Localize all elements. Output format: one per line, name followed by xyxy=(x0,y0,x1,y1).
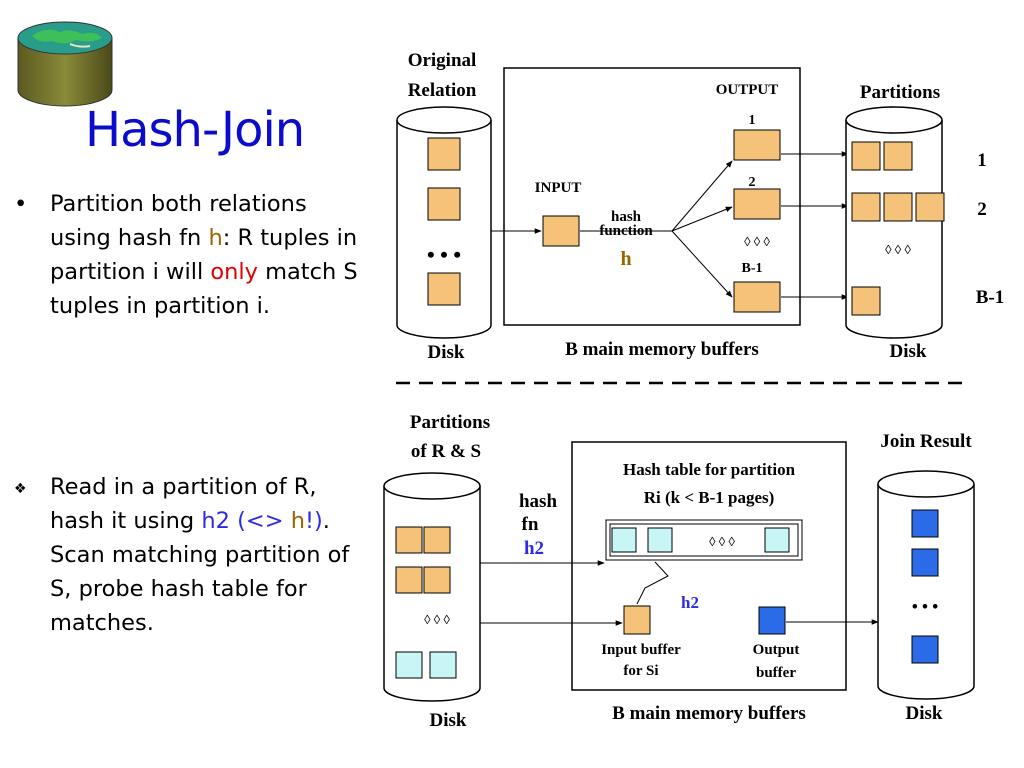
disk-label-left: Disk xyxy=(430,710,467,731)
memory-buffers-label: B main memory buffers xyxy=(612,703,806,724)
output-dots: ◊ ◊ ◊ xyxy=(744,234,770,249)
input-label: INPUT xyxy=(535,180,582,196)
disk-original: • • • xyxy=(396,106,492,339)
bullet2-h: h xyxy=(290,508,305,534)
page xyxy=(915,192,945,222)
disk-label-right: Disk xyxy=(890,341,927,362)
page xyxy=(611,527,637,553)
result-dots: • • • xyxy=(912,597,938,616)
page xyxy=(423,526,451,554)
partitions-rs-label-1: Partitions xyxy=(410,412,490,433)
partition-1-label: 1 xyxy=(977,150,987,171)
page xyxy=(395,526,423,554)
page xyxy=(647,527,673,553)
memory-buffers-box xyxy=(571,441,847,691)
disk-dots: • • • xyxy=(427,242,461,267)
output-buffer-1 xyxy=(733,129,781,161)
page xyxy=(764,527,790,553)
globe-drum-icon xyxy=(17,21,113,107)
bullet1-part1: Partition both relations using hash fn xyxy=(50,191,307,251)
bottom-diagram: Partitions of R & S ◊ ◊ ◊ hash fn h2 Has… xyxy=(383,412,975,731)
arrow-hash-to-out2 xyxy=(671,206,733,232)
output-buffer-b1 xyxy=(733,281,781,313)
arrow-hash-to-outb1 xyxy=(671,230,733,298)
bullet2-part2: . Scan matching partition of S, probe ha… xyxy=(50,508,350,636)
disk-label-left: Disk xyxy=(428,342,465,363)
bullet1-part3: match S tuples in partition i. xyxy=(50,259,358,319)
partition-dots: ◊ ◊ ◊ xyxy=(885,242,911,257)
probe-h2-label: h2 xyxy=(681,593,699,612)
output-b1-label: B-1 xyxy=(742,261,763,276)
disk-dots: ◊ ◊ ◊ xyxy=(424,612,450,627)
input-buffer xyxy=(542,215,580,247)
original-relation-label-2: Relation xyxy=(408,80,477,101)
original-relation-label-1: Original xyxy=(408,50,477,71)
bullet2-part1: Read in a partition of R, hash it using xyxy=(50,474,317,534)
result-page xyxy=(911,548,939,577)
bullet2-h2: h2 (<> xyxy=(201,508,291,534)
page xyxy=(427,187,461,221)
result-page xyxy=(911,509,939,538)
input-buffer-label-2: for Si xyxy=(623,663,658,679)
disk-join-result: • • • xyxy=(877,470,975,700)
input-buffer-si xyxy=(623,605,651,635)
output-buffer-label-2: buffer xyxy=(756,665,796,681)
page xyxy=(851,286,881,316)
arrow-hash-to-out1 xyxy=(671,160,733,232)
input-buffer-label-1: Input buffer xyxy=(601,642,681,658)
bullet-marker: ❖ xyxy=(14,481,27,497)
hash-table-dots: ◊ ◊ ◊ xyxy=(709,534,735,549)
disk-partitions-rs: ◊ ◊ ◊ xyxy=(383,472,481,702)
page xyxy=(423,566,451,594)
page xyxy=(429,651,457,679)
hash-table-label-2: Ri (k < B-1 pages) xyxy=(644,488,775,507)
bullet-text: Partition both relations using hash fn h… xyxy=(50,187,360,323)
hash-table-label-1: Hash table for partition xyxy=(623,460,796,479)
output-1-label: 1 xyxy=(749,113,756,128)
bullet1-only: only xyxy=(210,259,258,285)
hash-fn-h2: h2 xyxy=(524,538,544,559)
output-buffer xyxy=(758,606,786,635)
output-label: OUTPUT xyxy=(716,82,779,98)
bullet1-h: h xyxy=(208,225,223,251)
bullet2-close: !) xyxy=(304,508,323,534)
result-page xyxy=(911,635,939,664)
top-diagram: Original Relation • • • INPUT hash funct… xyxy=(396,50,1005,363)
partition-b1-label: B-1 xyxy=(976,287,1005,308)
output-buffer-2 xyxy=(733,188,781,220)
page xyxy=(883,141,913,171)
page xyxy=(395,566,423,594)
hash-fn-label-1: hash xyxy=(519,491,557,512)
probe-zigzag xyxy=(636,561,669,605)
page xyxy=(883,192,913,222)
hash-function-label-1: hash xyxy=(611,209,642,225)
page xyxy=(427,272,461,306)
page xyxy=(427,137,461,171)
partition-2-label: 2 xyxy=(977,199,987,220)
slide-title: Hash-Join xyxy=(85,102,305,158)
join-result-label: Join Result xyxy=(880,431,972,452)
output-buffer-label-1: Output xyxy=(753,642,800,658)
bullet-marker: • xyxy=(14,191,28,217)
memory-buffers-label: B main memory buffers xyxy=(565,339,759,360)
page xyxy=(395,651,423,679)
page xyxy=(851,141,881,171)
disk-label-right: Disk xyxy=(906,703,943,724)
bullet1-part2: : R tuples in partition i will xyxy=(50,225,358,285)
hash-fn-label-2: fn xyxy=(522,514,539,535)
partitions-label: Partitions xyxy=(860,82,940,103)
partitions-rs-label-2: of R & S xyxy=(411,441,481,462)
hash-h-label: h xyxy=(620,248,631,270)
bullet-text: Read in a partition of R, hash it using … xyxy=(50,470,360,640)
output-2-label: 2 xyxy=(749,175,756,190)
disk-partitions: ◊ ◊ ◊ xyxy=(845,106,945,339)
page xyxy=(851,192,881,222)
